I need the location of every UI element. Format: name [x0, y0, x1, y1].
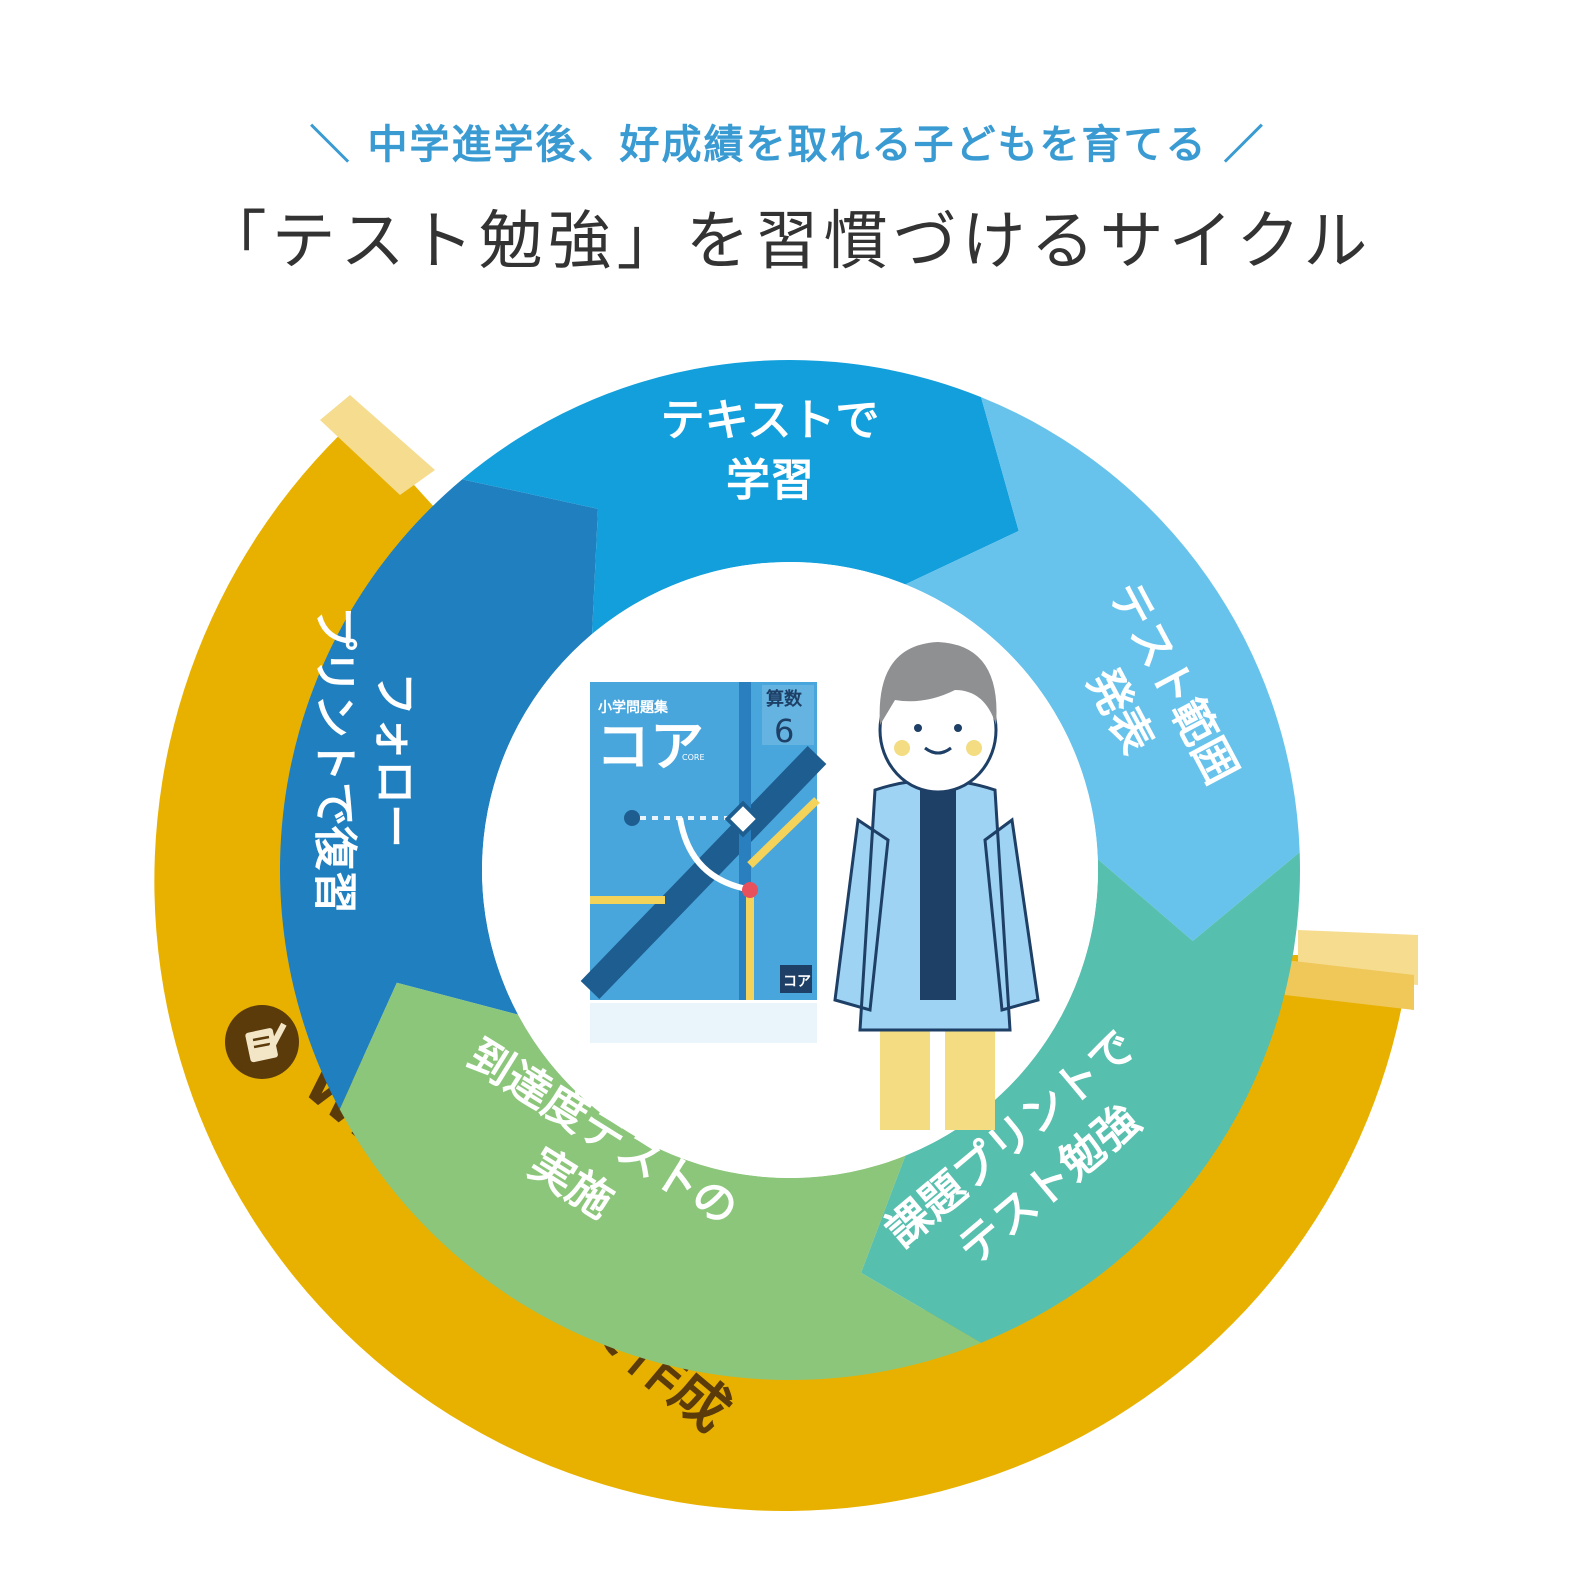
cycle-step-2	[462, 359, 1019, 635]
book-grade: 6	[774, 712, 794, 750]
cycle-step-1	[279, 479, 598, 1110]
outer-band-step	[1285, 960, 1414, 1010]
book-title-sub: CORE	[682, 753, 705, 762]
cycle-step-4	[861, 852, 1300, 1343]
book-subject: 算数	[766, 688, 803, 710]
book-series: 小学問題集	[598, 699, 669, 716]
book-title: コア	[596, 715, 704, 778]
cycle-step-label-1: テキストで学習	[661, 395, 880, 506]
subtitle: ＼ 中学進学後、好成績を取れる子どもを育てる ／	[309, 122, 1266, 168]
child-illustration	[833, 642, 1040, 1130]
book-logo: コア	[783, 974, 811, 990]
document-pen-icon	[225, 1005, 299, 1079]
cycle-step-5	[339, 982, 982, 1381]
cycle-step-label-5: フォロープリントで復習	[309, 606, 420, 914]
cycle-step-3	[905, 397, 1300, 942]
outer-band-tip-light	[320, 395, 435, 495]
textbook-cover: 小学問題集 コア CORE 算数 6 コア	[580, 682, 827, 1043]
page-title: 「テスト勉強」を習慣づけるサイクル	[202, 205, 1373, 279]
